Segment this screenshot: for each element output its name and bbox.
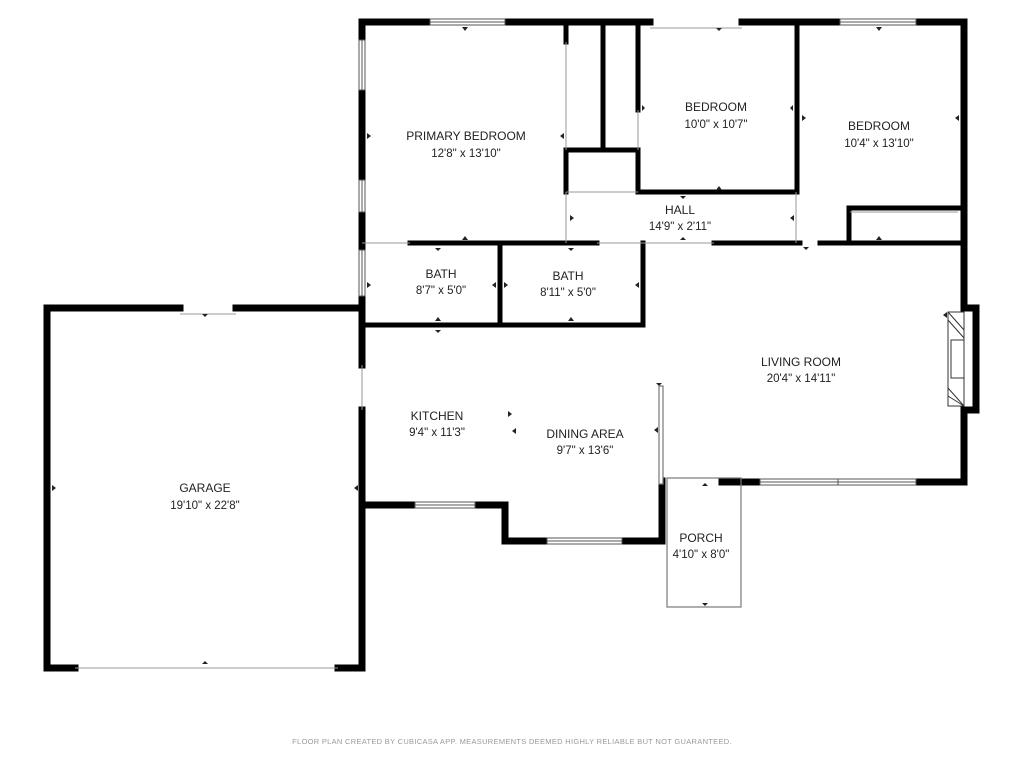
room-dimensions: 8'7" x 5'0" — [416, 285, 466, 297]
room-dimensions: 9'7" x 13'6" — [557, 445, 614, 457]
room-porch: PORCH 4'10" x 8'0" — [673, 531, 730, 561]
room-dimensions: 10'4" x 13'10" — [844, 138, 913, 150]
fireplace-icon — [947, 311, 965, 407]
room-name: HALL — [665, 203, 695, 217]
room-garage: GARAGE 19'10" x 22'8" — [170, 481, 239, 512]
room-bedroom-2: BEDROOM 10'4" x 13'10" — [844, 119, 913, 150]
room-hall: HALL 14'9" x 2'11" — [649, 203, 711, 233]
room-bath-2: BATH 8'11" x 5'0" — [540, 269, 596, 299]
porch-outline — [666, 477, 742, 608]
thin-lines — [75, 27, 958, 669]
half-wall — [658, 385, 664, 485]
room-bedroom-1: BEDROOM 10'0" x 10'7" — [684, 100, 747, 131]
room-dimensions: 8'11" x 5'0" — [540, 287, 596, 299]
room-name: LIVING ROOM — [761, 355, 841, 369]
room-kitchen: KITCHEN 9'4" x 11'3" — [409, 409, 465, 439]
room-name: BATH — [425, 267, 456, 281]
room-dimensions: 9'4" x 11'3" — [409, 427, 465, 439]
room-name: DINING AREA — [546, 427, 623, 441]
room-name: PORCH — [679, 531, 722, 545]
room-name: BEDROOM — [685, 100, 747, 114]
room-bath-1: BATH 8'7" x 5'0" — [416, 267, 466, 297]
room-dimensions: 20'4" x 14'11" — [767, 373, 836, 385]
dimension-marker-icon — [52, 27, 959, 664]
footer-disclaimer: FLOOR PLAN CREATED BY CUBICASA APP. MEAS… — [292, 737, 732, 746]
room-name: GARAGE — [179, 481, 230, 495]
room-dimensions: 4'10" x 8'0" — [673, 549, 730, 561]
room-name: PRIMARY BEDROOM — [406, 129, 526, 143]
room-living-room: LIVING ROOM 20'4" x 14'11" — [761, 355, 841, 385]
exterior-walls — [43, 18, 980, 672]
window-icon — [358, 18, 917, 545]
room-primary-bedroom: PRIMARY BEDROOM 12'8" x 13'10" — [406, 129, 526, 160]
room-dimensions: 14'9" x 2'11" — [649, 221, 711, 233]
room-name: KITCHEN — [411, 409, 464, 423]
room-name: BATH — [552, 269, 583, 283]
room-dimensions: 10'0" x 10'7" — [684, 119, 747, 131]
room-dimensions: 19'10" x 22'8" — [170, 500, 239, 512]
room-dining-area: DINING AREA 9'7" x 13'6" — [546, 427, 623, 457]
room-name: BEDROOM — [848, 119, 910, 133]
room-dimensions: 12'8" x 13'10" — [431, 148, 500, 160]
